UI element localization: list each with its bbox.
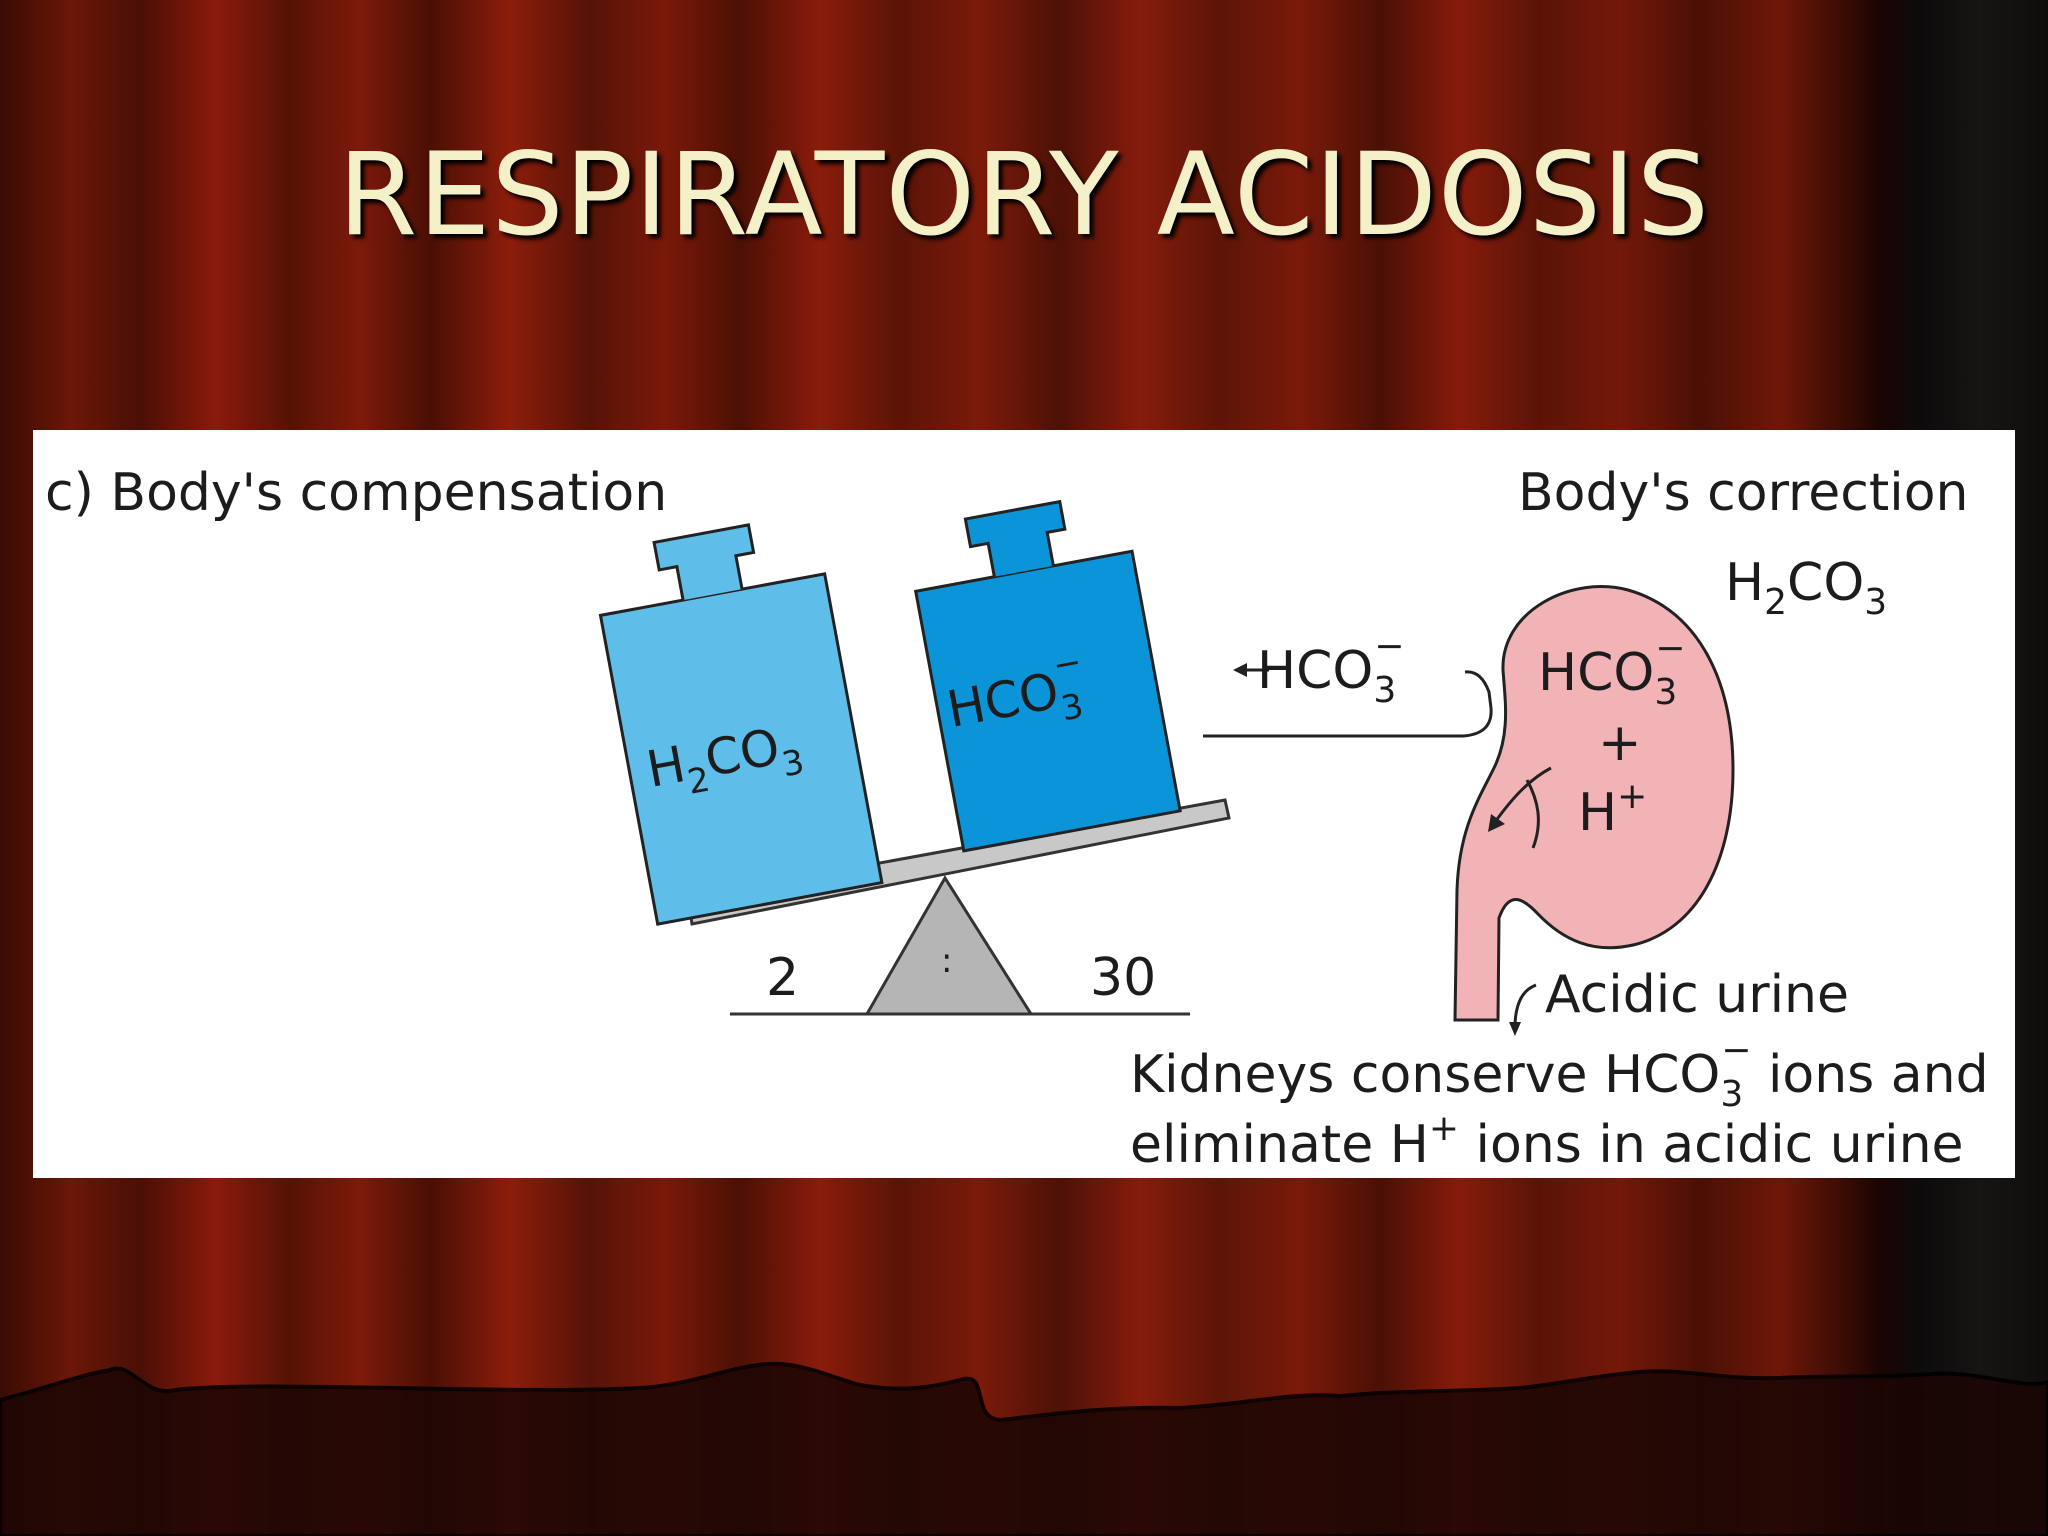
right-formula: H2CO3 — [1725, 553, 1887, 623]
kidney: HCO3− + H+ — [1453, 585, 1735, 1022]
arrow-label: HCO3− — [1257, 626, 1404, 711]
hco3-return-arrow: HCO3− — [1203, 626, 1493, 738]
ratio-left: 2 — [766, 948, 799, 1008]
hco3-weight: HCO3− — [913, 499, 1182, 853]
h-ion-arrow — [1493, 766, 1552, 823]
caption-line-1: Kidneys conserve HCO3− ions and — [1130, 1030, 1989, 1115]
ratio-right: 30 — [1090, 948, 1156, 1008]
figure-panel: c) Body's compensation Body's correction… — [33, 430, 2015, 1178]
kidney-ion-h: H+ — [1578, 776, 1647, 843]
h2co3-weight: H2CO3 — [598, 523, 884, 926]
urine-label: Acidic urine — [1545, 965, 1849, 1025]
acidic-urine: Acidic urine — [1509, 965, 1849, 1036]
right-heading: Body's correction — [1518, 463, 1968, 523]
left-heading: c) Body's compensation — [45, 463, 667, 523]
kidney-plus: + — [1598, 713, 1642, 773]
slide-title: RESPIRATORY ACIDOSIS — [338, 128, 1710, 261]
caption-line-2: eliminate H+ ions in acidic urine — [1130, 1108, 1964, 1175]
acid-base-diagram: c) Body's compensation Body's correction… — [45, 463, 1989, 1175]
fulcrum-symbol: : — [941, 941, 952, 981]
kidney-shape — [1453, 585, 1735, 1022]
curtain-hem — [0, 1361, 2048, 1536]
kidney-ion-hco3: HCO3− — [1538, 628, 1685, 713]
